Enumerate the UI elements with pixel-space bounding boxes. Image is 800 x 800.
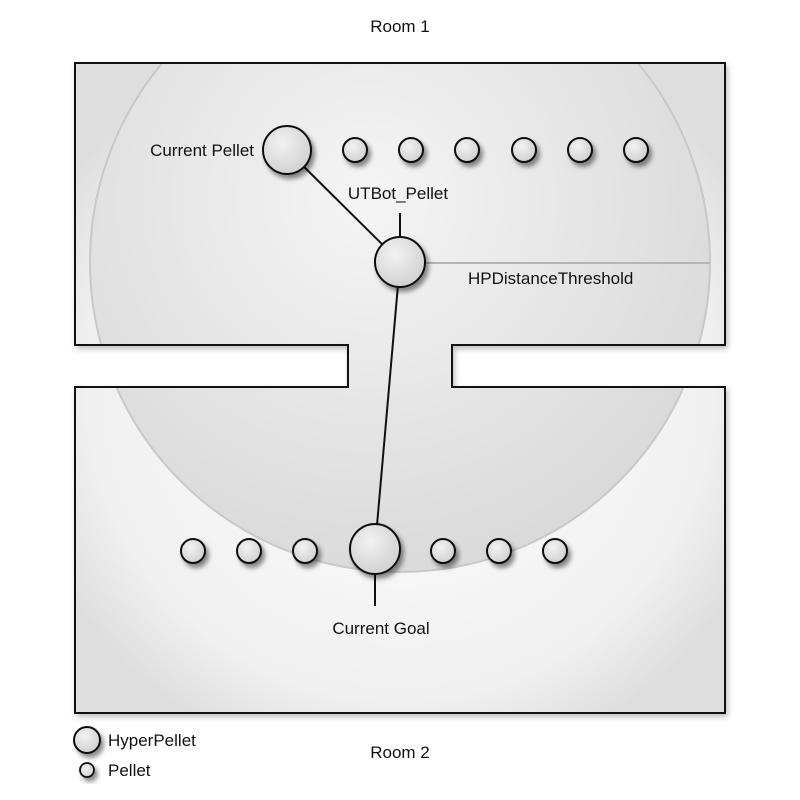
pellet <box>430 538 456 564</box>
path-to-current-goal <box>374 261 401 549</box>
pellet <box>511 137 537 163</box>
rooms-walls <box>74 62 726 714</box>
pellet <box>342 137 368 163</box>
room-1-label: Room 1 <box>370 17 430 36</box>
current-pellet-hyperpellet <box>262 125 312 175</box>
legend: HyperPellet Pellet <box>73 726 196 780</box>
pellet <box>567 137 593 163</box>
legend-pellet-label: Pellet <box>108 761 151 780</box>
pellet <box>623 137 649 163</box>
pellet <box>292 538 318 564</box>
legend-hyperpellet-symbol <box>73 726 101 754</box>
room-1-pellets <box>342 137 649 163</box>
current-goal-label: Current Goal <box>332 619 429 638</box>
room-2-pellets <box>180 538 568 564</box>
pellet <box>454 137 480 163</box>
pellet <box>236 538 262 564</box>
pellet <box>180 538 206 564</box>
legend-pellet-symbol <box>79 762 95 778</box>
current-pellet-label: Current Pellet <box>150 141 254 160</box>
pellet <box>398 137 424 163</box>
pellet <box>486 538 512 564</box>
hp-distance-threshold-label: HPDistanceThreshold <box>468 269 633 288</box>
utbot-pellet-node <box>374 236 426 288</box>
utbot-pellet-label: UTBot_Pellet <box>348 184 448 203</box>
pellet <box>542 538 568 564</box>
legend-hyperpellet-label: HyperPellet <box>108 731 196 750</box>
path-to-current-pellet <box>286 149 396 258</box>
current-goal-hyperpellet <box>349 523 401 575</box>
room-2-label: Room 2 <box>370 743 430 762</box>
